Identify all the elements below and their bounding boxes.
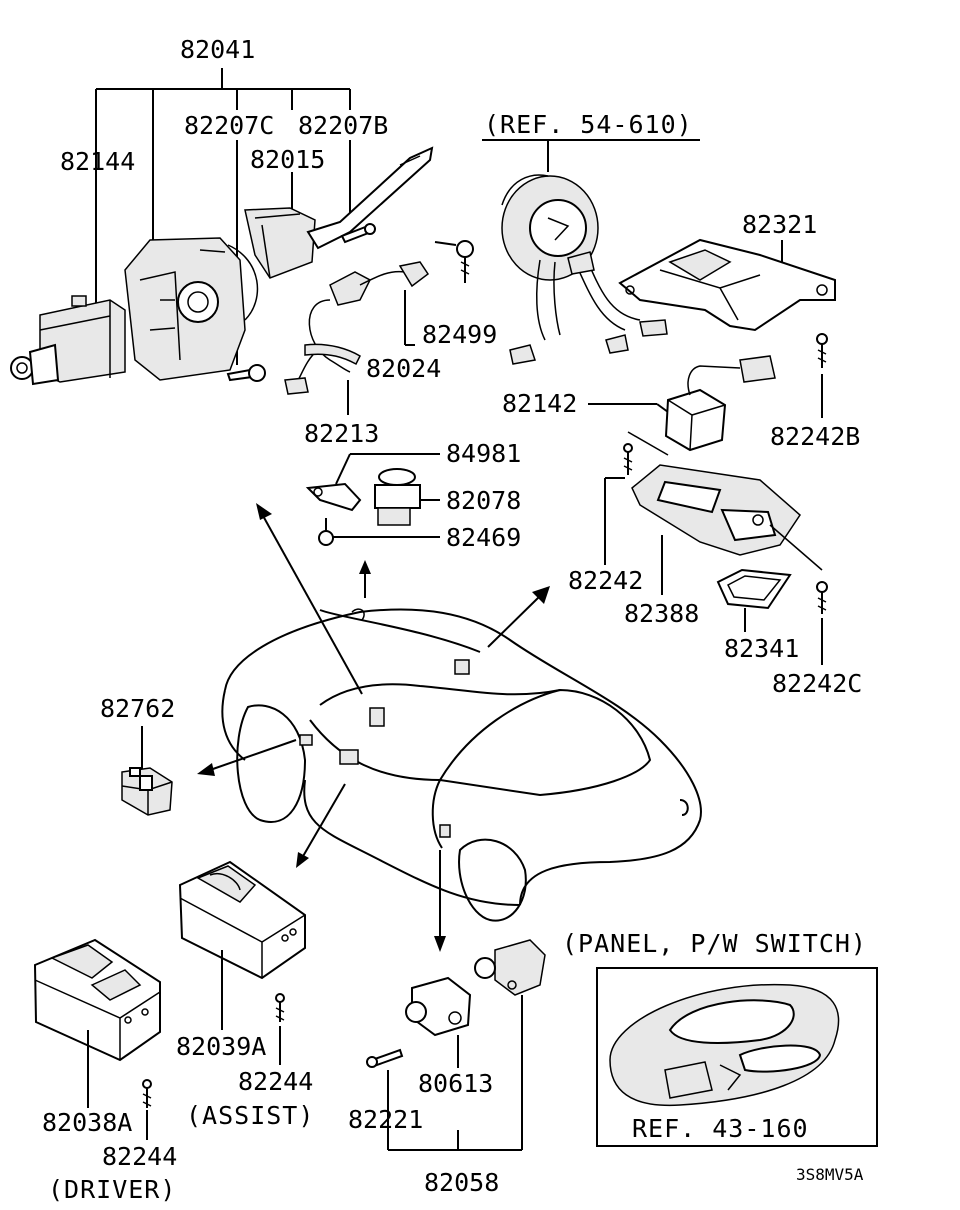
vehicle-outline <box>221 608 702 922</box>
map-lamp-housing-82388 <box>631 464 801 556</box>
label-82207c: 82207C <box>184 111 274 140</box>
label-82762: 82762 <box>100 694 175 723</box>
label-82213: 82213 <box>304 419 379 448</box>
screw-82242 <box>623 443 633 475</box>
screw-82499 <box>434 240 474 283</box>
cover-80613 <box>405 976 472 1037</box>
label-82221: 82221 <box>348 1105 423 1134</box>
label-82038a: 82038A <box>42 1108 132 1137</box>
label-82341: 82341 <box>724 634 799 663</box>
label-82388: 82388 <box>624 599 699 628</box>
label-82039a: 82039A <box>176 1032 266 1061</box>
screw-82242b <box>816 333 828 368</box>
label-82242c: 82242C <box>772 669 862 698</box>
label-82142: 82142 <box>502 389 577 418</box>
label-80613: 80613 <box>418 1069 493 1098</box>
screw-82207c <box>226 364 266 382</box>
label-84981: 84981 <box>446 439 521 468</box>
pointer-arrows <box>197 503 550 952</box>
clock-spring-ref-54-610 <box>501 174 668 365</box>
connector-82762 <box>121 767 173 816</box>
label-82242: 82242 <box>568 566 643 595</box>
label-ref-54-610: (REF. 54-610) <box>484 110 693 139</box>
clock-spring-housing <box>124 237 259 381</box>
label-82242b: 82242B <box>770 422 860 451</box>
bracket-84981 <box>305 482 362 512</box>
label-82078: 82078 <box>446 486 521 515</box>
relay-82142 <box>664 355 776 452</box>
lens-82341 <box>716 568 792 610</box>
drawing-code: 3S8MV5A <box>796 1165 864 1184</box>
panel-ref-box <box>596 967 878 1147</box>
label-82499: 82499 <box>422 320 497 349</box>
door-switch-82058 <box>474 939 546 996</box>
combination-switch-82144 <box>10 295 126 386</box>
screw-82244-driver <box>142 1079 152 1108</box>
panel-pw-switch <box>609 983 840 1107</box>
screw-82221 <box>366 1048 404 1068</box>
label-82244-assist: 82244 <box>238 1067 313 1096</box>
label-82469: 82469 <box>446 523 521 552</box>
label-driver: (DRIVER) <box>48 1175 176 1204</box>
screw-82244-assist <box>275 993 285 1022</box>
screw-82207b <box>340 223 376 244</box>
lever-switch-82015 <box>244 146 434 279</box>
label-82024: 82024 <box>366 354 441 383</box>
label-82321: 82321 <box>742 210 817 239</box>
label-ref-43-160: REF. 43-160 <box>632 1114 809 1143</box>
bracket-82321 <box>618 238 836 332</box>
label-panel-pw-switch: (PANEL, P/W SWITCH) <box>562 929 867 958</box>
label-82144: 82144 <box>60 147 135 176</box>
label-assist: (ASSIST) <box>186 1101 314 1130</box>
label-82207b: 82207B <box>298 111 388 140</box>
label-82244-driver: 82244 <box>102 1142 177 1171</box>
window-switch-82038a <box>33 938 161 1062</box>
screw-82242c <box>816 581 828 614</box>
label-82015: 82015 <box>250 145 325 174</box>
label-82041: 82041 <box>180 35 255 64</box>
label-82058: 82058 <box>424 1168 499 1197</box>
screw-82469 <box>318 518 334 546</box>
switch-82078 <box>374 468 421 526</box>
window-switch-82039a <box>178 860 306 980</box>
harness-82024 <box>284 261 430 395</box>
